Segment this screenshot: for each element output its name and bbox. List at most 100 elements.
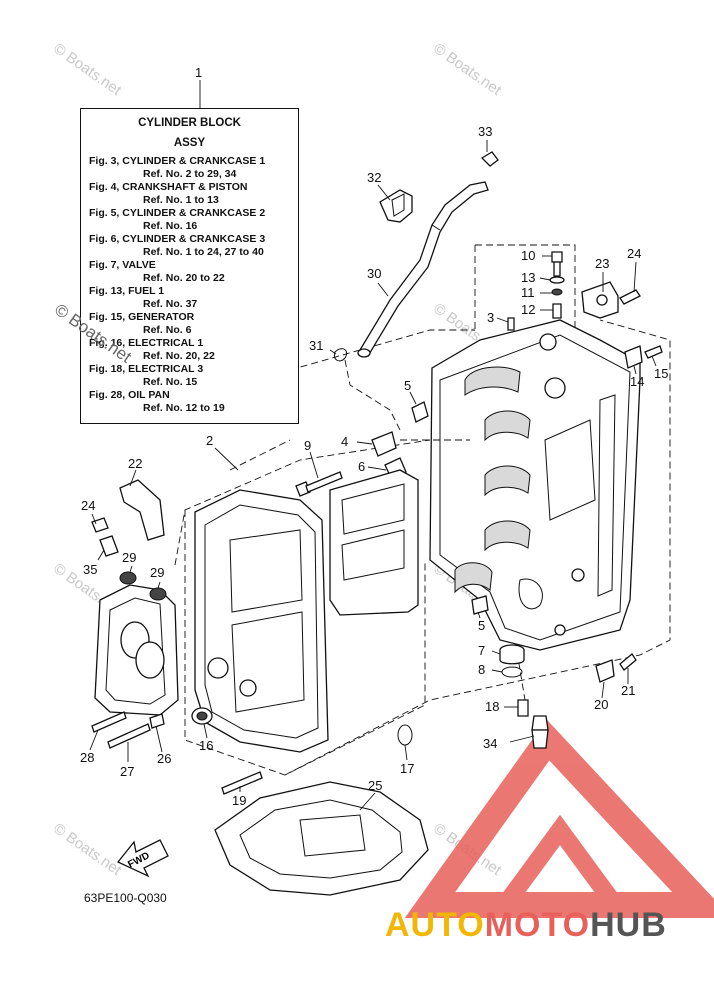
bolt-part-19	[221, 771, 263, 795]
callout-31: 31	[309, 338, 323, 353]
callout-12: 12	[521, 302, 535, 317]
callout-32: 32	[367, 170, 381, 185]
cap-part-7	[499, 644, 525, 665]
reference-ref: Ref. No. 15	[143, 376, 198, 388]
callout-14: 14	[630, 374, 644, 389]
fitting-part-4	[371, 431, 397, 457]
automotohub-logo-text: AUTOMOTOHUB	[385, 906, 667, 945]
reference-ref: Ref. No. 20, 22	[143, 350, 215, 362]
callout-22: 22	[128, 456, 142, 471]
collar-part-5	[471, 595, 489, 615]
cylinder-head-cover-part	[94, 584, 179, 716]
callout-27: 27	[120, 764, 134, 779]
clip-part-33	[480, 151, 499, 167]
callout-30: 30	[367, 266, 381, 281]
callout-13: 13	[521, 270, 535, 285]
callout-19: 19	[232, 793, 246, 808]
reference-fig: Fig. 13, FUEL 1	[89, 285, 165, 297]
clip-part-31	[333, 348, 348, 362]
callout-10: 10	[521, 248, 535, 263]
clamp-part-32	[379, 189, 413, 223]
callout-7: 7	[478, 643, 485, 658]
callout-2: 2	[206, 433, 213, 448]
reference-fig: Fig. 5, CYLINDER & CRANKCASE 2	[89, 207, 266, 219]
diagram-code: 63PE100-Q030	[84, 891, 167, 905]
bolt-part-12	[552, 303, 562, 319]
bolt-part-18	[517, 699, 529, 717]
reference-ref: Ref. No. 1 to 24, 27 to 40	[143, 246, 264, 258]
callout-8: 8	[478, 662, 485, 677]
reference-fig: Fig. 6, CYLINDER & CRANKCASE 3	[89, 233, 266, 245]
callout-11: 11	[521, 285, 535, 300]
callout-18: 18	[485, 699, 499, 714]
logo-text-moto: MOTO	[484, 906, 591, 944]
callout-21: 21	[621, 683, 635, 698]
callout-24: 24	[627, 246, 641, 261]
plate-part-14	[624, 345, 643, 369]
bolt-part-9	[295, 471, 343, 497]
collar-part-5	[411, 401, 429, 423]
reference-fig: Fig. 18, ELECTRICAL 3	[89, 363, 204, 375]
callout-1: 1	[195, 65, 202, 80]
reference-fig: Fig. 3, CYLINDER & CRANKCASE 1	[89, 155, 266, 167]
logo-text-auto: AUTO	[385, 906, 485, 944]
reference-fig: Fig. 4, CRANKSHAFT & PISTON	[89, 181, 248, 193]
callout-16: 16	[199, 738, 213, 753]
leader-lines	[89, 80, 657, 811]
callout-6: 6	[358, 459, 365, 474]
callout-29: 29	[150, 565, 164, 580]
cap-part-29	[149, 587, 167, 601]
bolt-part-15	[644, 345, 663, 359]
reference-ref: Ref. No. 37	[143, 298, 198, 310]
callout-24: 24	[81, 498, 95, 513]
callout-5: 5	[404, 378, 411, 393]
middle-plate-part	[329, 469, 419, 616]
callout-33: 33	[478, 124, 492, 139]
callout-34: 34	[483, 736, 497, 751]
reference-ref: Ref. No. 12 to 19	[143, 402, 225, 414]
bolt-part-27	[107, 723, 151, 749]
reference-fig: Fig. 15, GENERATOR	[89, 311, 195, 323]
reference-ref: Ref. No. 6	[143, 324, 192, 336]
callout-15: 15	[654, 366, 668, 381]
cylinder-block-part	[429, 319, 641, 651]
reference-ref: Ref. No. 20 to 22	[143, 272, 225, 284]
callout-3: 3	[487, 310, 494, 325]
bolt-part-10	[551, 251, 563, 277]
bolt-part-24	[619, 289, 641, 305]
oil-pipe-part-30	[357, 181, 489, 358]
bracket-part-22	[119, 479, 165, 541]
bolt-part-21	[619, 653, 637, 671]
callout-5: 5	[478, 618, 485, 633]
bolt-part-24	[91, 517, 109, 533]
forward-arrow-icon: FWD	[116, 839, 169, 878]
reference-fig: Fig. 16, ELECTRICAL 1	[89, 337, 204, 349]
reference-ref: Ref. No. 16	[143, 220, 198, 232]
plug-part-16	[191, 707, 213, 725]
part-26	[149, 713, 165, 729]
dowel-pin-part-3	[507, 317, 515, 331]
crankcase-part-2	[194, 489, 329, 753]
o-ring-part-8	[501, 666, 523, 678]
callout-20: 20	[594, 697, 608, 712]
callout-29: 29	[122, 550, 136, 565]
nut-part-11	[551, 288, 563, 296]
callout-26: 26	[157, 751, 171, 766]
callout-23: 23	[595, 256, 609, 271]
callout-25: 25	[368, 778, 382, 793]
gasket-part-25	[214, 781, 429, 896]
reference-ref: Ref. No. 1 to 13	[143, 194, 219, 206]
reference-ref: Ref. No. 2 to 29, 34	[143, 168, 237, 180]
reference-fig: Fig. 28, OIL PAN	[89, 389, 170, 401]
bracket-part-20	[595, 659, 615, 683]
callout-17: 17	[400, 761, 414, 776]
cap-part-29	[119, 571, 137, 585]
logo-text-hub: HUB	[590, 906, 667, 944]
o-ring-part-17	[397, 724, 413, 746]
callout-28: 28	[80, 750, 94, 765]
washer-part-13	[549, 276, 565, 284]
callout-9: 9	[304, 438, 311, 453]
bolt-part-28	[91, 711, 127, 733]
